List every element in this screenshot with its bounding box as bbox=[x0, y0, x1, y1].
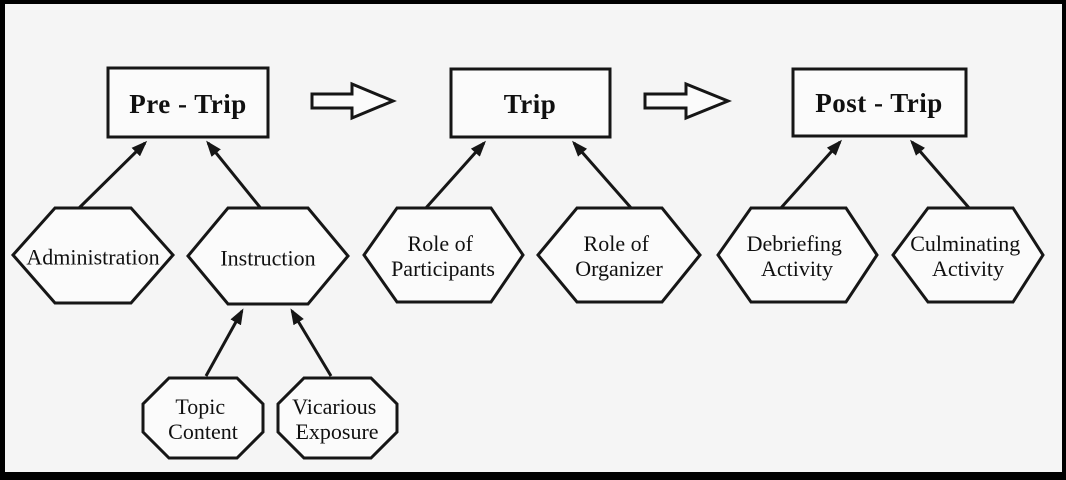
node-debriefing-activity-label: Debriefing Activity bbox=[747, 231, 848, 281]
node-topic-content-line1: Topic bbox=[175, 394, 225, 419]
node-role-of-organizer-line1: Role of bbox=[584, 231, 650, 256]
node-role-of-participants-hexagon bbox=[362, 206, 525, 304]
stage-post-trip-label: Post - Trip bbox=[815, 88, 943, 118]
node-debriefing-activity: Debriefing Activity bbox=[716, 206, 879, 304]
node-topic-content: Topic Content bbox=[141, 376, 265, 460]
stage-trip: Trip bbox=[449, 67, 612, 139]
node-role-of-organizer-line2: Organizer bbox=[575, 256, 663, 281]
node-role-of-participants-line2: Participants bbox=[391, 256, 495, 281]
stage-trip-label: Trip bbox=[504, 89, 557, 119]
node-role-of-organizer-label: Role of Organizer bbox=[575, 231, 663, 281]
node-culminating-activity-line2: Activity bbox=[932, 256, 1004, 281]
node-vicarious-exposure-line2: Exposure bbox=[295, 419, 378, 444]
node-vicarious-exposure: Vicarious Exposure bbox=[276, 376, 399, 460]
stage-pre-trip-box bbox=[106, 66, 270, 139]
node-role-of-participants: Role of Participants bbox=[362, 206, 525, 304]
stage-post-trip: Post - Trip bbox=[791, 67, 968, 138]
stage-pre-trip: Pre - Trip bbox=[106, 66, 270, 139]
connector-arrows bbox=[75, 139, 972, 377]
connector-topic-content-to-instruction bbox=[204, 308, 244, 377]
connector-vicarious-exposure-to-instruction bbox=[290, 308, 333, 377]
node-vicarious-exposure-label: Vicarious Exposure bbox=[292, 394, 382, 444]
connector-debriefing-activity-to-post-trip bbox=[778, 139, 843, 211]
node-role-of-organizer: Role of Organizer bbox=[536, 206, 702, 304]
node-topic-content-label: Topic Content bbox=[168, 394, 238, 444]
node-culminating-activity-label: Culminating Activity bbox=[910, 231, 1026, 281]
connector-culminating-activity-to-post-trip bbox=[910, 139, 972, 210]
connector-administration-to-pre-trip bbox=[75, 140, 148, 212]
node-debriefing-activity-line2: Activity bbox=[761, 256, 833, 281]
node-instruction-label: Instruction bbox=[220, 246, 315, 271]
node-administration: Administration bbox=[10, 206, 176, 305]
flow-arrow-icon-trip-to-post-trip bbox=[643, 81, 732, 121]
node-instruction-hexagon bbox=[186, 206, 350, 306]
node-topic-content-line2: Content bbox=[168, 419, 238, 444]
node-vicarious-exposure-line1: Vicarious bbox=[292, 394, 376, 419]
node-topic-content-octagon bbox=[141, 376, 265, 460]
node-debriefing-activity-line1: Debriefing bbox=[747, 231, 842, 256]
connector-role-of-participants-to-trip bbox=[423, 140, 486, 210]
node-role-of-participants-label: Role of Participants bbox=[391, 231, 495, 281]
stage-post-trip-box bbox=[791, 67, 968, 138]
node-role-of-organizer-hexagon bbox=[536, 206, 702, 304]
node-culminating-activity-line1: Culminating bbox=[910, 231, 1020, 256]
node-administration-label: Administration bbox=[26, 245, 159, 270]
node-culminating-activity: Culminating Activity bbox=[891, 206, 1045, 304]
node-culminating-activity-hexagon bbox=[891, 206, 1045, 304]
node-debriefing-activity-hexagon bbox=[716, 206, 879, 304]
connector-instruction-to-pre-trip bbox=[206, 140, 265, 212]
right-block-arrow-icon bbox=[643, 81, 732, 121]
stage-trip-box bbox=[449, 67, 612, 139]
node-role-of-participants-line1: Role of bbox=[408, 231, 474, 256]
node-vicarious-exposure-octagon bbox=[276, 376, 399, 460]
node-instruction: Instruction bbox=[186, 206, 350, 306]
node-administration-hexagon bbox=[10, 206, 176, 305]
right-block-arrow-icon bbox=[310, 81, 397, 121]
flow-arrow-icon-pre-trip-to-trip bbox=[310, 81, 397, 121]
connector-role-of-organizer-to-trip bbox=[572, 140, 634, 210]
stage-pre-trip-label: Pre - Trip bbox=[129, 89, 246, 119]
